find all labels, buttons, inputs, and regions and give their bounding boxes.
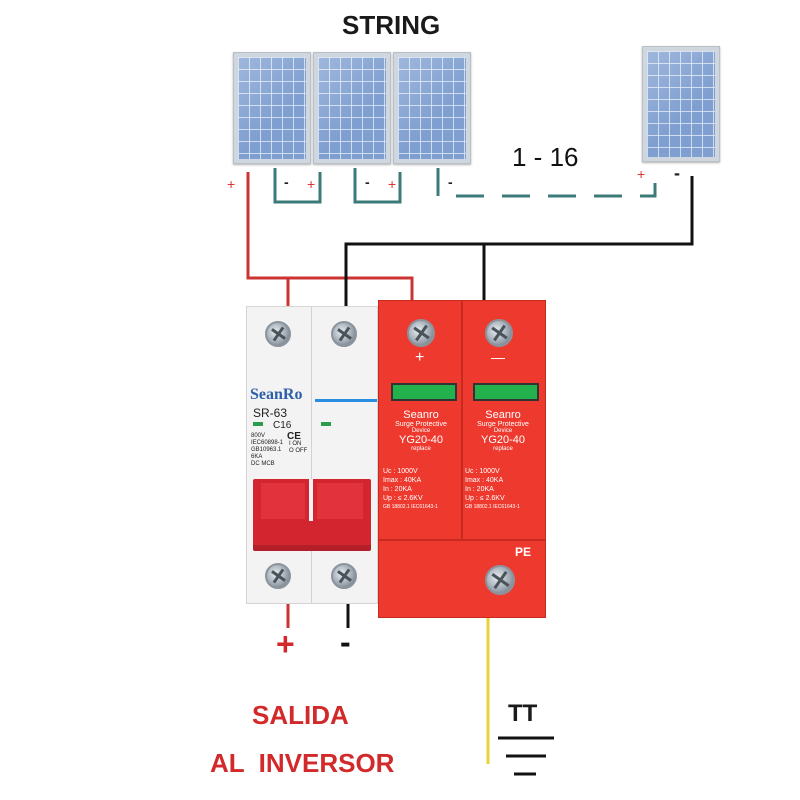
spd-pe-label: PE (515, 545, 532, 559)
spd-up-plus: Up : ≤ 2.6KV (383, 495, 423, 502)
ground-label: TT (508, 700, 538, 727)
panel16-plus-terminal: + (637, 166, 646, 182)
mcb-rating: C16 (273, 420, 292, 431)
spd-pole-plus: + (415, 349, 425, 366)
spd-imax-minus: Imax : 40KA (465, 477, 504, 484)
mcb-off-label: O OFF (289, 448, 308, 454)
spd-status-window-plus (391, 383, 457, 401)
mcb-top-screw-minus (331, 321, 357, 347)
spd-replace-plus: replace (411, 446, 431, 452)
mcb-spec-5: DC MCB (251, 461, 275, 467)
spd-model-plus: YG20-40 (398, 434, 444, 446)
spd-imax-plus: Imax : 40KA (383, 477, 422, 484)
spd-subtitle2-plus: Device (411, 428, 431, 434)
solar-panel-3 (393, 52, 471, 164)
mcb-spec-1: 800V (251, 433, 266, 439)
spd-uc-minus: Uc : 1000V (465, 468, 500, 475)
surge-protective-device: + — Seanro Surge Protective Device YG20-… (378, 300, 546, 618)
diagram-title: STRING (342, 10, 441, 40)
mcb-spec-2: IEC60898-1 (251, 440, 284, 446)
spd-status-window-minus (473, 383, 539, 401)
spd-pole-minus: — (491, 349, 505, 365)
mcb-spec-4: 6KA (251, 454, 263, 460)
panel1-plus-terminal: + (227, 176, 236, 192)
dc-circuit-breaker: SeanRo SR-63 C16 800V IEC60898-1 GB10963… (246, 306, 378, 604)
mcb-model: SR-63 (253, 406, 288, 420)
panel1-minus-terminal: - (284, 174, 289, 190)
spd-standard-plus: GB 18802.1 IEC61643-1 (383, 504, 438, 510)
spd-in-minus: In : 20KA (465, 486, 494, 493)
spd-model-minus: YG20-40 (480, 434, 526, 446)
mcb-brand: SeanRo (250, 386, 303, 403)
ce-mark: CE (287, 431, 301, 442)
panel16-minus-terminal: - (674, 163, 680, 183)
panel-count-label: 1 - 16 (512, 142, 579, 172)
solar-panel-1 (233, 52, 311, 164)
panel2-minus-terminal: - (365, 174, 370, 190)
output-label-line2: AL INVERSOR (210, 748, 395, 778)
positive-wire (246, 172, 414, 305)
series-link-3-16 (436, 168, 657, 198)
spd-subtitle1-minus: Surge Protective (477, 421, 529, 428)
panel3-plus-terminal: + (388, 176, 397, 192)
series-link-2-3 (353, 168, 402, 204)
spd-brand-minus: Seanro (485, 409, 521, 421)
mcb-spec-3: GB10963.1 (251, 447, 282, 453)
output-minus-label: - (340, 624, 351, 660)
panel3-minus-terminal: - (448, 174, 453, 190)
spd-subtitle1-plus: Surge Protective (395, 421, 447, 428)
spd-in-plus: In : 20KA (383, 486, 412, 493)
mcb-top-screw-plus (265, 321, 291, 347)
output-label-line1: SALIDA (252, 700, 349, 730)
series-link-1-2 (273, 168, 322, 204)
spd-up-minus: Up : ≤ 2.6KV (465, 495, 505, 502)
output-plus-label: + (276, 626, 295, 662)
spd-plus-screw (407, 319, 435, 347)
spd-brand-plus: Seanro (403, 409, 439, 421)
solar-panel-16 (642, 46, 720, 162)
spd-minus-screw (485, 319, 513, 347)
panel2-plus-terminal: + (307, 176, 316, 192)
solar-panel-2 (313, 52, 391, 164)
spd-standard-minus: GB 18802.1 IEC61643-1 (465, 504, 520, 510)
spd-replace-minus: replace (493, 446, 513, 452)
negative-wire (344, 176, 694, 310)
spd-pe-screw (485, 565, 515, 595)
mcb-bottom-screw-minus (331, 563, 357, 589)
spd-uc-plus: Uc : 1000V (383, 468, 418, 475)
mcb-bottom-screw-plus (265, 563, 291, 589)
mcb-on-label: I ON (289, 441, 302, 447)
spd-subtitle2-minus: Device (493, 428, 513, 434)
